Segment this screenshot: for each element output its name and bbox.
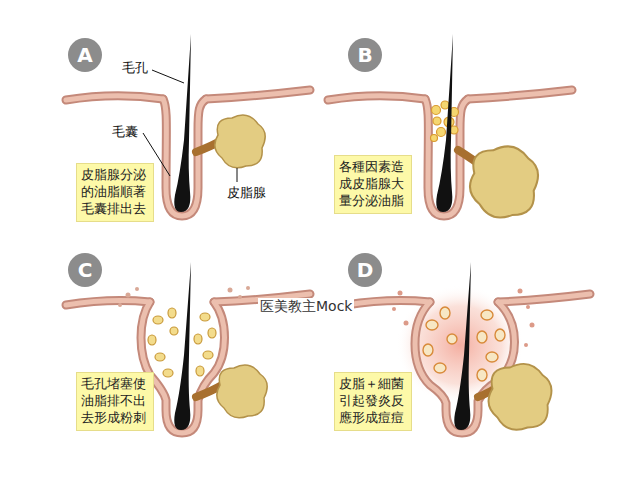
part-label: 毛囊 xyxy=(112,124,138,140)
caption-box: 皮脂＋細菌引起發炎反應形成痘痘 xyxy=(334,372,412,431)
part-label: 毛孔 xyxy=(122,60,148,76)
caption-text: 皮脂＋細菌引起發炎反應形成痘痘 xyxy=(339,376,407,427)
step-badge: D xyxy=(348,253,382,287)
step-badge: C xyxy=(68,253,102,287)
part-label: 皮脂腺 xyxy=(227,185,266,201)
watermark: 医美教主Mock xyxy=(258,298,354,315)
caption-box: 毛孔堵塞使油脂排不出去形成粉刺 xyxy=(76,372,154,431)
caption-text: 毛孔堵塞使油脂排不出去形成粉刺 xyxy=(81,376,149,427)
caption-box: 皮脂腺分泌的油脂順著毛囊排出去 xyxy=(76,163,154,222)
caption-text: 皮脂腺分泌的油脂順著毛囊排出去 xyxy=(81,167,149,218)
panel-c-art xyxy=(66,262,310,433)
panel-b-art xyxy=(328,34,572,218)
step-letter: A xyxy=(68,38,102,72)
step-letter: B xyxy=(348,38,382,72)
step-badge: B xyxy=(348,38,382,72)
caption-box: 各種因素造成皮脂腺大量分泌油脂 xyxy=(334,155,412,214)
step-badge: A xyxy=(68,38,102,72)
step-letter: C xyxy=(68,253,102,287)
caption-text: 各種因素造成皮脂腺大量分泌油脂 xyxy=(339,159,407,210)
step-letter: D xyxy=(348,253,382,287)
